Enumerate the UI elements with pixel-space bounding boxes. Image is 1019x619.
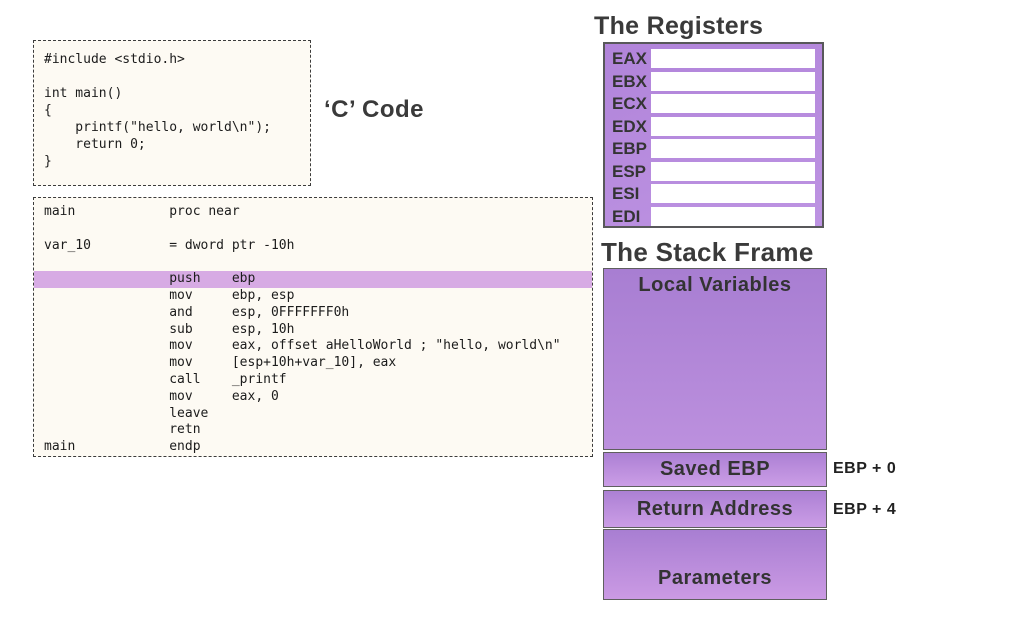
assembly-line: mov eax, 0 bbox=[44, 388, 279, 404]
register-value-box bbox=[651, 161, 815, 181]
stack-row-saved-ebp: Saved EBP bbox=[603, 452, 827, 487]
stack-row-label: Parameters bbox=[658, 567, 772, 589]
c-code-line: #include <stdio.h> bbox=[44, 52, 185, 67]
stack-row-label: Local Variables bbox=[638, 274, 792, 296]
register-row-edi: EDI bbox=[605, 206, 822, 226]
stack-row-label: Saved EBP bbox=[659, 458, 771, 480]
assembly-line: call _printf bbox=[44, 371, 287, 387]
assembly-line: main proc near bbox=[44, 204, 240, 219]
register-name: EDX bbox=[612, 116, 647, 136]
c-code-line bbox=[34, 68, 310, 85]
c-code-box: #include <stdio.h> int main() { printf("… bbox=[33, 40, 311, 186]
register-row-ebx: EBX bbox=[605, 71, 822, 91]
assembly-line: mov ebp, esp bbox=[44, 287, 295, 303]
stack-row-label: Return Address bbox=[636, 497, 794, 520]
assembly-line: var_10 = dword ptr -10h bbox=[44, 237, 295, 253]
register-row-esp: ESP bbox=[605, 161, 822, 181]
register-value-box bbox=[651, 49, 815, 68]
assembly-code-box: main proc near var_10 = dword ptr -10h p… bbox=[33, 197, 593, 457]
register-row-esi: ESI bbox=[605, 184, 822, 203]
register-row-edx: EDX bbox=[605, 116, 822, 136]
c-code-line: { bbox=[44, 103, 52, 118]
assembly-line: leave bbox=[44, 405, 209, 421]
assembly-line: mov eax, offset aHelloWorld ; "hello, wo… bbox=[44, 338, 561, 354]
register-name: ESP bbox=[612, 161, 647, 181]
assembly-line: and esp, 0FFFFFFF0h bbox=[44, 304, 350, 320]
register-name: ESI bbox=[612, 184, 640, 203]
c-code-line: int main() bbox=[44, 86, 123, 101]
register-value-box bbox=[651, 206, 815, 226]
register-value-box bbox=[651, 71, 815, 91]
register-row-ecx: ECX bbox=[605, 94, 822, 113]
stack-row-return-address: Return Address bbox=[603, 490, 827, 528]
assembly-line bbox=[34, 221, 592, 238]
c-code-line: } bbox=[44, 154, 52, 169]
assembly-line-highlighted: push ebp bbox=[34, 271, 592, 288]
assembly-line: mov [esp+10h+var_10], eax bbox=[44, 355, 397, 371]
registers-title: The Registers bbox=[594, 12, 764, 40]
c-code-line: printf("hello, world\n"); bbox=[44, 120, 271, 135]
register-value-box bbox=[651, 116, 815, 136]
stack-frame-title: The Stack Frame bbox=[601, 237, 814, 267]
c-code-line: return 0; bbox=[44, 137, 146, 152]
assembly-line: retn bbox=[44, 422, 201, 438]
register-name: EBP bbox=[612, 139, 647, 158]
assembly-line: sub esp, 10h bbox=[44, 321, 295, 337]
register-name: EAX bbox=[612, 49, 647, 68]
register-name: EDI bbox=[612, 206, 641, 226]
assembly-line: main endp bbox=[44, 439, 201, 455]
register-name: EBX bbox=[612, 71, 647, 91]
assembly-line bbox=[34, 254, 592, 271]
registers-panel: EAX EBX ECX EDX EBP ESP ESI EDI bbox=[603, 42, 824, 228]
register-value-box bbox=[651, 94, 815, 113]
register-value-box bbox=[651, 139, 815, 158]
annotation-ebp-plus-0: EBP + 0 bbox=[833, 460, 897, 477]
register-row-eax: EAX bbox=[605, 49, 822, 68]
register-value-box bbox=[651, 184, 815, 203]
annotation-ebp-plus-4: EBP + 4 bbox=[833, 501, 897, 518]
register-row-ebp: EBP bbox=[605, 139, 822, 158]
stack-row-local-variables: Local Variables bbox=[603, 268, 827, 450]
c-code-label: ‘C’ Code bbox=[324, 96, 425, 123]
register-name: ECX bbox=[612, 94, 647, 113]
stack-row-parameters: Parameters bbox=[603, 529, 827, 600]
